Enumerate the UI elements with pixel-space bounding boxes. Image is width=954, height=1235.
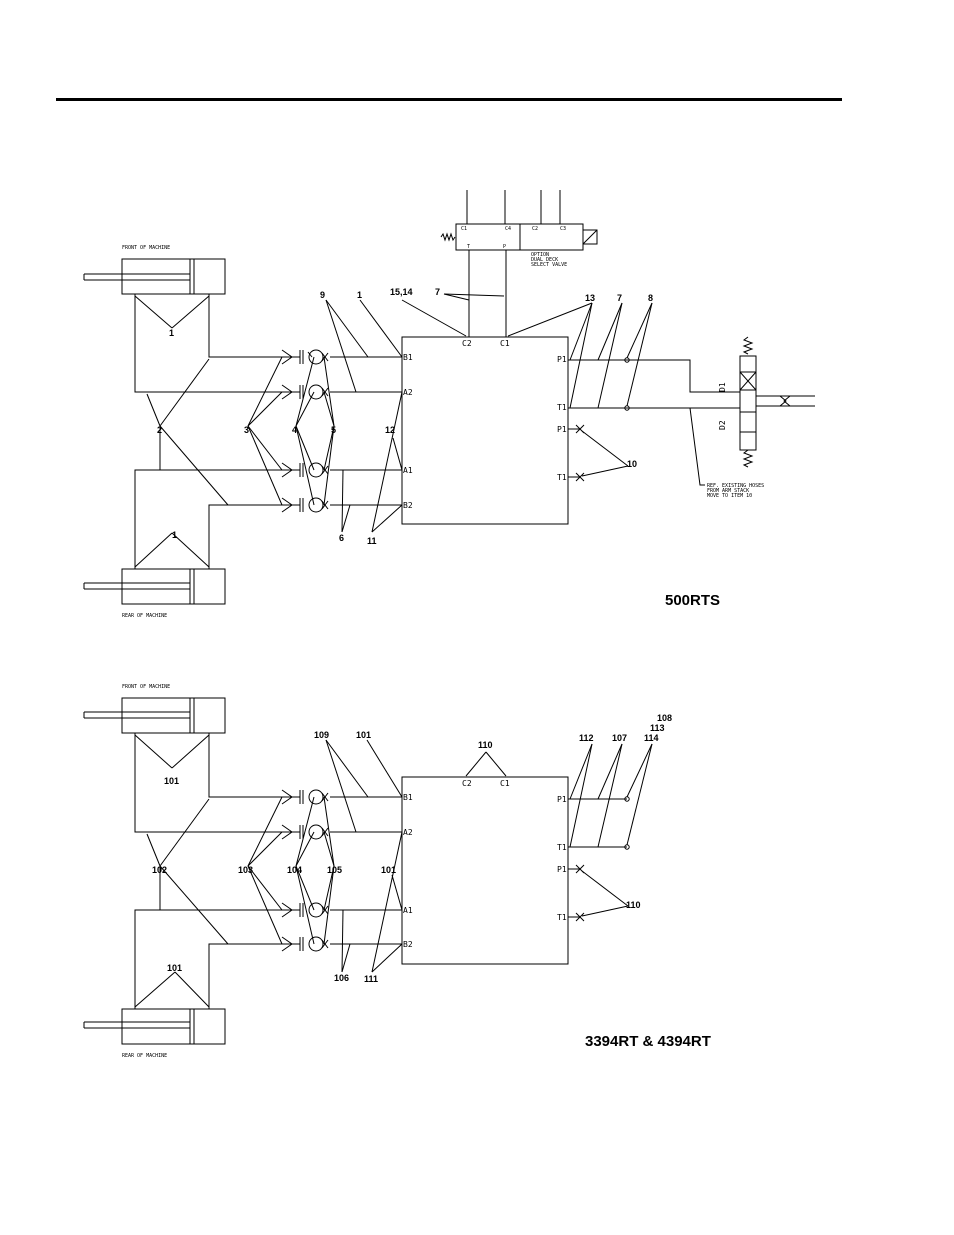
port-a1-bottom: A1 [403, 906, 413, 915]
callout-103: 103 [238, 865, 253, 875]
callout-1-rear: 1 [172, 530, 177, 540]
ref-note-line-3: MOVE TO ITEM 10 [707, 493, 752, 499]
callout-112: 112 [579, 733, 594, 743]
port-p1-bottom: P1 [557, 795, 567, 804]
port-b1-bottom: B1 [403, 793, 413, 802]
port-t1: T1 [557, 403, 567, 412]
callout-108: 108 [657, 713, 672, 723]
callout-10: 10 [627, 459, 637, 469]
callout-104: 104 [287, 865, 302, 875]
front-of-machine-label: FRONT OF MACHINE [122, 245, 170, 251]
port-a1: A1 [403, 466, 413, 475]
d1-label: D1 [718, 382, 727, 392]
ref-note-line-1: REF. EXISTING HOSES [707, 483, 764, 489]
valve-note-line-1: OPTION [531, 252, 549, 258]
callout-105: 105 [327, 865, 342, 875]
leader-lines [134, 293, 653, 568]
callout-12: 12 [385, 425, 395, 435]
rear-cylinder [83, 568, 226, 605]
model-label-500rts: 500RTS [665, 592, 720, 609]
callout-4: 4 [292, 425, 297, 435]
valve-block-bottom [401, 776, 569, 965]
callout-101-block: 101 [356, 730, 371, 740]
callout-2: 2 [157, 425, 162, 435]
port-a2: A2 [403, 388, 413, 397]
callout-110-top: 110 [478, 740, 493, 750]
callout-6: 6 [339, 533, 344, 543]
callout-15-14: 15,14 [390, 287, 413, 297]
dual-deck-select-valve [440, 190, 598, 337]
diagram-top: FRONT OF MACHINE REAR OF MACHINE [83, 190, 815, 619]
callout-1-block: 1 [357, 290, 362, 300]
valve-block [401, 336, 569, 525]
port-a2-bottom: A2 [403, 828, 413, 837]
port-b1: B1 [403, 353, 413, 362]
right-hose-lines-bottom [568, 796, 630, 922]
valve-port-c1: C1 [461, 226, 467, 232]
callout-114: 114 [644, 733, 659, 743]
port-c1: C1 [500, 339, 510, 348]
rear-cylinder-bottom [83, 1008, 226, 1045]
ref-note-line-2: FROM ARM STACK [707, 488, 749, 494]
quick-couplers-bottom [280, 789, 329, 952]
callout-7-right: 7 [617, 293, 622, 303]
front-cylinder-bottom [83, 697, 226, 734]
model-label-3394rt-4394rt: 3394RT & 4394RT [585, 1033, 711, 1050]
d2-label: D2 [718, 420, 727, 430]
valve-port-c3: C3 [560, 226, 566, 232]
port-t1-bottom: T1 [557, 843, 567, 852]
callout-101-front: 101 [164, 776, 179, 786]
front-cylinder [83, 258, 226, 295]
valve-note-line-2: DUAL DECK [531, 257, 558, 263]
header-rule [56, 98, 842, 101]
valve-port-c2: C2 [532, 226, 538, 232]
callout-9: 9 [320, 290, 325, 300]
callout-111: 111 [364, 974, 378, 984]
callout-7-valve: 7 [435, 287, 440, 297]
front-of-machine-label-bottom: FRONT OF MACHINE [122, 684, 170, 690]
callout-107: 107 [612, 733, 627, 743]
port-c1-bottom: C1 [500, 779, 510, 788]
callout-11: 11 [367, 536, 377, 546]
port-p1-lower-bottom: P1 [557, 865, 567, 874]
port-t1-lower-bottom: T1 [557, 913, 567, 922]
diagram-bottom: FRONT OF MACHINE REAR OF MACHINE [83, 684, 711, 1059]
ref-note-leader [689, 407, 705, 486]
callout-1-front: 1 [169, 328, 174, 338]
callout-3: 3 [244, 425, 249, 435]
valve-port-c4: C4 [505, 226, 511, 232]
valve-port-t: T [467, 244, 470, 250]
hose-lines [134, 294, 402, 569]
callout-8: 8 [648, 293, 653, 303]
rear-of-machine-label-bottom: REAR OF MACHINE [122, 1053, 167, 1059]
callout-101-a1: 101 [381, 865, 396, 875]
port-b2: B2 [403, 501, 413, 510]
callout-5: 5 [331, 425, 336, 435]
port-p1-lower: P1 [557, 425, 567, 434]
callout-102: 102 [152, 865, 167, 875]
callout-106: 106 [334, 973, 349, 983]
quick-couplers [280, 349, 329, 513]
callout-110-right: 110 [626, 900, 641, 910]
rear-of-machine-label: REAR OF MACHINE [122, 613, 167, 619]
leader-lines-bottom [134, 734, 653, 1008]
valve-port-p: P [503, 244, 506, 250]
port-c2-bottom: C2 [462, 779, 472, 788]
port-c2: C2 [462, 339, 472, 348]
callout-101-rear: 101 [167, 963, 182, 973]
callout-109: 109 [314, 730, 329, 740]
port-t1-lower: T1 [557, 473, 567, 482]
valve-note-line-3: SELECT VALVE [531, 262, 567, 268]
port-b2-bottom: B2 [403, 940, 413, 949]
port-p1: P1 [557, 355, 567, 364]
callout-113: 113 [650, 723, 665, 733]
directional-control-valve [728, 336, 815, 468]
callout-13: 13 [585, 293, 595, 303]
right-hose-lines [568, 357, 740, 482]
